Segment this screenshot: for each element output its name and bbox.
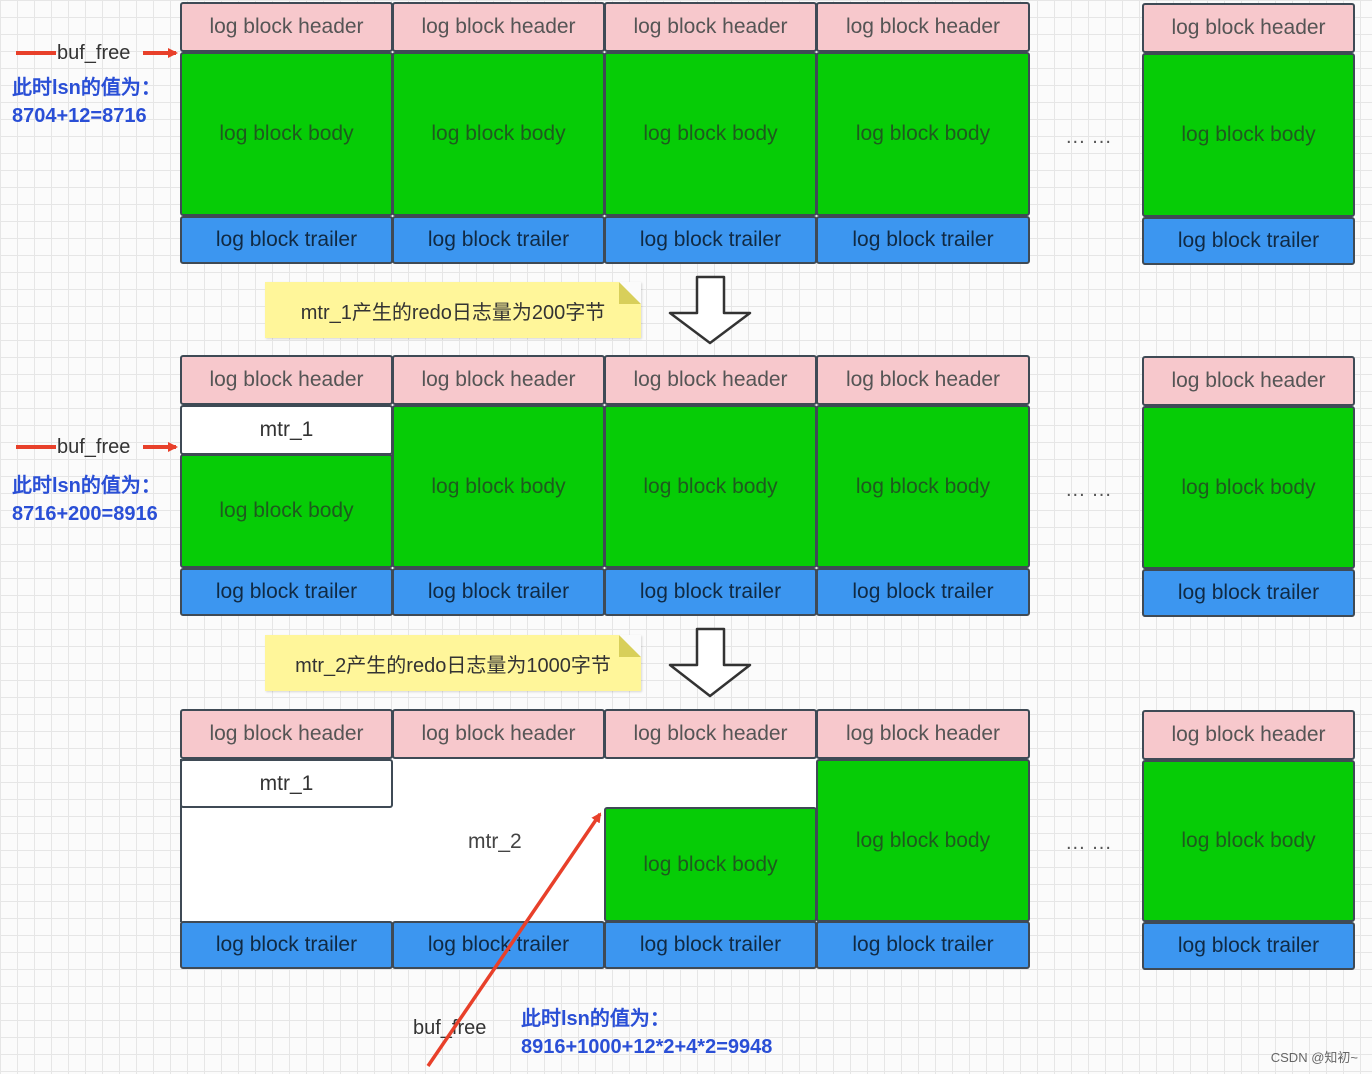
log-block-body: log block body	[1142, 53, 1355, 217]
log-block-body: log block body	[604, 807, 817, 922]
lsn-value-stage-1: 此时lsn的值为： 8704+12=8716	[12, 74, 161, 130]
log-block-body: log block body	[816, 405, 1030, 568]
ellipsis: ... ...	[1066, 479, 1112, 501]
log-block-trailer: log block trailer	[816, 216, 1030, 264]
log-block-body: log block body	[816, 759, 1030, 922]
log-block-header: log block header	[180, 709, 393, 759]
ellipsis: ... ...	[1066, 126, 1112, 148]
note-mtr1: mtr_1产生的redo日志量为200字节	[265, 282, 641, 338]
log-block-header: log block header	[392, 355, 605, 405]
lsn-formula: 8916+1000+12*2+4*2=9948	[521, 1036, 773, 1058]
buf-free-label: buf_free	[413, 1017, 487, 1039]
buf-free-label: buf_free	[57, 436, 131, 458]
lsn-value-stage-3: 此时lsn的值为： 8916+1000+12*2+4*2=9948	[521, 1005, 772, 1061]
note-text: mtr_1产生的redo日志量为200字节	[300, 301, 606, 324]
ellipsis: ... ...	[1066, 832, 1112, 854]
lsn-title: 此时lsn的值为：	[12, 475, 161, 497]
log-block-trailer: log block trailer	[604, 568, 817, 616]
log-block-trailer: log block trailer	[1142, 217, 1355, 265]
log-block-header: log block header	[816, 709, 1030, 759]
log-block-header: log block header	[1142, 356, 1355, 406]
log-block-body: log block body	[180, 454, 393, 568]
log-block-trailer: log block trailer	[392, 216, 605, 264]
log-block-header: log block header	[604, 355, 817, 405]
lsn-formula: 8704+12=8716	[12, 105, 147, 127]
log-block-header: log block header	[604, 709, 817, 759]
lsn-formula: 8716+200=8916	[12, 503, 158, 525]
log-block-trailer: log block trailer	[180, 568, 393, 616]
log-block-header: log block header	[392, 709, 605, 759]
log-block-body: log block body	[604, 52, 817, 216]
log-block-header: log block header	[180, 355, 393, 405]
buf-free-arrow	[426, 812, 602, 1067]
log-block-header: log block header	[604, 2, 817, 52]
log-block-header: log block header	[180, 2, 393, 52]
log-block-trailer: log block trailer	[392, 568, 605, 616]
log-block-body: log block body	[1142, 760, 1355, 922]
log-block-trailer: log block trailer	[1142, 569, 1355, 617]
down-arrow-icon	[668, 627, 752, 698]
down-arrow-icon	[668, 275, 752, 345]
mtr-2-label: mtr_2	[468, 830, 522, 853]
log-block-header: log block header	[1142, 710, 1355, 760]
note-text: mtr_2产生的redo日志量为1000字节	[295, 654, 611, 677]
log-block-body: log block body	[816, 52, 1030, 216]
note-mtr2: mtr_2产生的redo日志量为1000字节	[265, 635, 641, 691]
log-block-body: log block body	[392, 405, 605, 568]
mtr-1-block: mtr_1	[180, 759, 393, 808]
log-block-trailer: log block trailer	[1142, 922, 1355, 970]
log-block-header: log block header	[816, 2, 1030, 52]
log-block-body: log block body	[392, 52, 605, 216]
log-block-trailer: log block trailer	[180, 216, 393, 264]
watermark: CSDN @知初~	[1270, 1050, 1358, 1065]
lsn-title: 此时lsn的值为：	[12, 77, 161, 99]
mtr-2-region	[604, 759, 817, 808]
log-block-trailer: log block trailer	[604, 216, 817, 264]
log-block-header: log block header	[816, 355, 1030, 405]
note-fold	[619, 635, 641, 657]
log-block-trailer: log block trailer	[816, 921, 1030, 969]
log-block-body: log block body	[1142, 406, 1355, 569]
buf-free-label: buf_free	[57, 42, 131, 64]
log-block-body: log block body	[604, 405, 817, 568]
log-block-trailer: log block trailer	[604, 921, 817, 969]
lsn-title: 此时lsn的值为：	[521, 1008, 670, 1030]
log-block-trailer: log block trailer	[816, 568, 1030, 616]
log-block-header: log block header	[1142, 3, 1355, 53]
log-block-header: log block header	[392, 2, 605, 52]
note-fold	[619, 282, 641, 304]
lsn-value-stage-2: 此时lsn的值为： 8716+200=8916	[12, 472, 161, 528]
